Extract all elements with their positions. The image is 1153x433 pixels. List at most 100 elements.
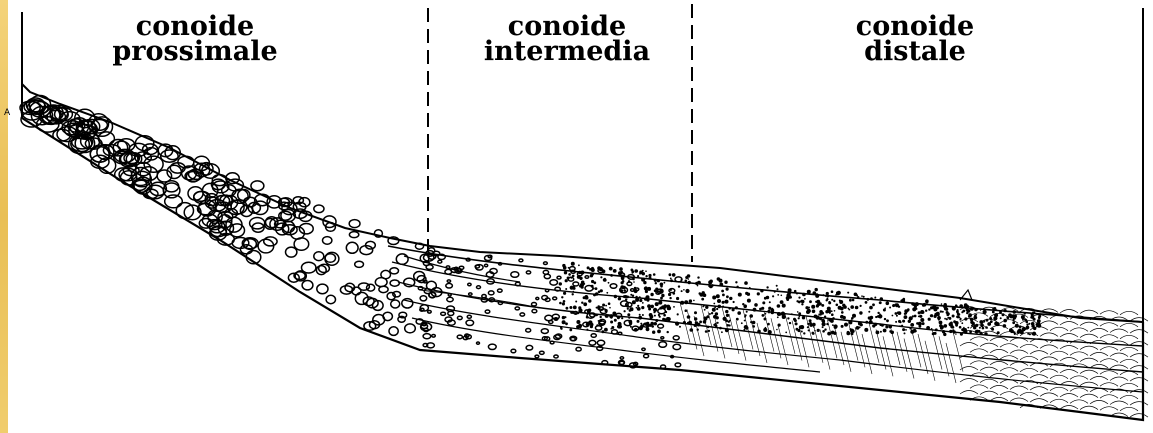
- hatch-stroke: [813, 323, 823, 363]
- fine-grain: [865, 321, 868, 324]
- fine-grain: [683, 289, 685, 291]
- fine-grain: [681, 290, 683, 292]
- fine-grain: [588, 309, 592, 313]
- fine-grain: [804, 298, 806, 300]
- gravel-clast: [468, 283, 471, 285]
- fine-grain: [578, 306, 581, 309]
- fine-grain: [763, 328, 767, 332]
- fine-grain: [781, 295, 783, 297]
- fine-grain: [576, 320, 580, 324]
- fine-grain: [581, 281, 585, 285]
- fine-grain: [798, 301, 801, 304]
- fine-grain: [593, 293, 596, 296]
- fine-grain: [1029, 333, 1031, 335]
- fine-grain: [847, 292, 849, 294]
- fine-grain: [670, 289, 672, 291]
- ripple-lamina: [960, 379, 978, 383]
- fine-grain: [757, 292, 760, 295]
- fine-grain: [573, 306, 577, 310]
- ripple-lamina: [1110, 401, 1128, 405]
- gravel-clast: [545, 298, 550, 301]
- gravel-clast: [627, 282, 632, 285]
- gravel-clast: [540, 351, 545, 354]
- fine-grain: [822, 330, 825, 333]
- gravel-clast: [375, 278, 387, 287]
- fine-grain: [744, 320, 746, 322]
- fine-grain: [801, 331, 803, 333]
- ripple-lamina: [1080, 334, 1098, 338]
- ripple-lamina: [990, 313, 1008, 317]
- fine-grain: [863, 296, 865, 298]
- fine-grain: [639, 299, 642, 302]
- fine-grain: [662, 305, 666, 309]
- fine-grain: [628, 317, 630, 319]
- ripple-lamina: [980, 379, 998, 383]
- fine-grain: [680, 301, 684, 305]
- gravel-clast: [557, 276, 561, 279]
- ripple-lamina: [1130, 354, 1148, 358]
- fine-grain: [619, 267, 623, 271]
- ripple-lamina: [1030, 399, 1048, 403]
- fine-grain: [992, 311, 995, 314]
- fine-grain: [599, 267, 603, 271]
- fine-grain: [697, 276, 699, 278]
- gravel-clast: [420, 308, 424, 311]
- fine-grain: [592, 287, 594, 289]
- ripple-lamina: [1100, 395, 1118, 399]
- fine-grain: [826, 298, 828, 300]
- ripple-lamina: [1120, 335, 1138, 339]
- gravel-clast: [661, 365, 666, 368]
- fine-grain: [634, 269, 638, 273]
- ripple-lamina: [1100, 359, 1118, 363]
- fine-grain: [642, 272, 645, 275]
- fine-grain: [812, 332, 815, 335]
- fine-grain: [791, 313, 793, 315]
- hatch-stroke: [897, 332, 907, 372]
- fine-grain: [829, 312, 831, 314]
- fine-grain: [587, 322, 591, 326]
- fine-grain: [879, 302, 881, 304]
- fine-grain: [638, 316, 642, 320]
- fine-grain: [946, 313, 949, 316]
- fine-grain: [646, 295, 650, 299]
- fine-grain: [608, 282, 610, 284]
- ripple-lamina: [1120, 323, 1138, 327]
- ripple-lamina: [1090, 328, 1108, 332]
- fine-grain: [926, 301, 929, 304]
- fine-grain: [898, 320, 901, 323]
- fine-grain: [754, 303, 758, 307]
- fine-grain: [565, 279, 568, 282]
- gravel-clast: [595, 326, 601, 330]
- fine-grain: [697, 323, 701, 327]
- fine-grain: [569, 329, 572, 332]
- gravel-clast: [554, 355, 558, 358]
- ripple-lamina: [1080, 346, 1098, 350]
- fine-grain: [753, 308, 757, 312]
- fine-grain: [609, 267, 613, 271]
- fine-grain: [733, 301, 735, 303]
- fine-grain: [570, 311, 573, 314]
- fine-grain: [889, 307, 891, 309]
- gravel-clast: [550, 280, 558, 285]
- fine-grain: [949, 330, 952, 333]
- fine-grain: [970, 321, 973, 324]
- fine-grain: [859, 311, 862, 314]
- fine-grain: [595, 314, 598, 317]
- fine-grain: [619, 325, 622, 328]
- fine-grain: [780, 314, 782, 316]
- fine-grain: [701, 298, 704, 301]
- fine-grain: [841, 311, 844, 314]
- hatch-stroke: [953, 332, 963, 372]
- gravel-clast: [591, 334, 596, 338]
- fine-grain: [762, 314, 765, 317]
- ripple-lamina: [1100, 323, 1118, 327]
- hatch-stroke: [939, 336, 949, 376]
- ripple-lamina: [1010, 350, 1028, 354]
- fine-grain: [639, 314, 641, 316]
- gravel-clast: [302, 281, 313, 290]
- fine-grain: [852, 299, 855, 302]
- gravel-clast: [631, 289, 634, 291]
- ripple-lamina: [1100, 347, 1118, 351]
- fine-grain: [959, 317, 961, 319]
- gravel-clast: [212, 181, 228, 193]
